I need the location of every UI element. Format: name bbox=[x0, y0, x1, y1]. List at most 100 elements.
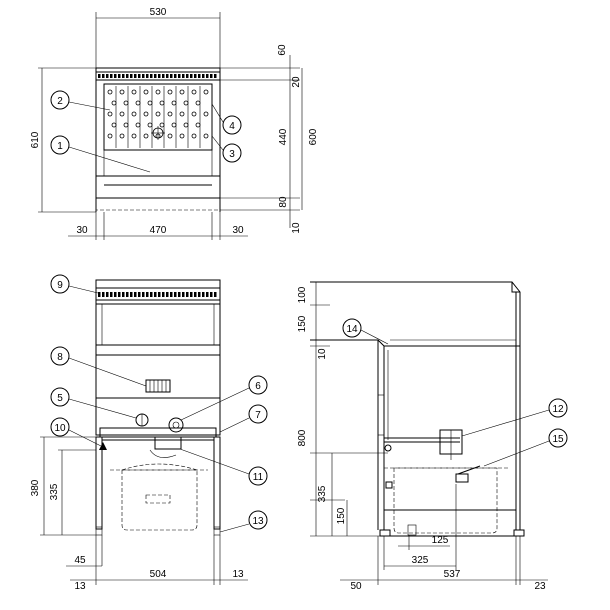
basket-hole bbox=[167, 133, 173, 139]
basket-hole bbox=[131, 111, 137, 117]
basket-hole bbox=[171, 122, 177, 128]
grate-tooth bbox=[110, 74, 113, 78]
grate-tooth bbox=[150, 292, 153, 297]
grate-tooth bbox=[202, 74, 205, 78]
basket-hole bbox=[195, 122, 201, 128]
callout-11: 11 bbox=[253, 472, 264, 483]
basket-hole bbox=[143, 89, 149, 95]
basket-hole bbox=[111, 100, 117, 106]
grate-tooth bbox=[162, 292, 165, 297]
grate-tooth bbox=[98, 292, 101, 297]
top-view: 530 60 20 440 600 80 10 bbox=[30, 7, 319, 240]
dim-380: 380 bbox=[30, 479, 41, 496]
grate-tooth bbox=[166, 74, 169, 78]
grate-tooth bbox=[190, 74, 193, 78]
callout-15: 15 bbox=[552, 434, 564, 445]
dim-13-right: 13 bbox=[232, 569, 244, 580]
grate-tooth bbox=[134, 74, 137, 78]
grate-tooth bbox=[194, 74, 197, 78]
callout-8: 8 bbox=[57, 352, 63, 363]
basket-hole bbox=[203, 111, 209, 117]
basket-hole bbox=[179, 133, 185, 139]
grate-tooth bbox=[114, 74, 117, 78]
grate-tooth bbox=[102, 74, 105, 78]
grate-tooth bbox=[190, 292, 193, 297]
grate-tooth bbox=[198, 292, 201, 297]
grate-tooth bbox=[206, 74, 209, 78]
grate-tooth bbox=[186, 74, 189, 78]
callout-12: 12 bbox=[552, 404, 564, 415]
dim-23: 23 bbox=[534, 581, 546, 592]
grate-tooth bbox=[114, 292, 117, 297]
grate-tooth bbox=[138, 74, 141, 78]
basket-hole bbox=[107, 133, 113, 139]
dim-537: 537 bbox=[444, 569, 461, 580]
grate-tooth bbox=[202, 292, 205, 297]
dim-335-side: 335 bbox=[317, 485, 328, 502]
grate-tooth bbox=[174, 74, 177, 78]
grate-tooth bbox=[174, 292, 177, 297]
basket-hole bbox=[171, 100, 177, 106]
callout-7: 7 bbox=[255, 410, 261, 421]
basket-hole bbox=[183, 122, 189, 128]
basket-hole bbox=[191, 111, 197, 117]
grate-tooth bbox=[142, 292, 145, 297]
basket-hole bbox=[147, 122, 153, 128]
callout-10: 10 bbox=[54, 423, 66, 434]
grate-tooth bbox=[182, 74, 185, 78]
dim-right-30: 30 bbox=[232, 225, 244, 236]
basket-hole bbox=[131, 133, 137, 139]
dim-150-top: 150 bbox=[297, 315, 308, 332]
callout-1: 1 bbox=[57, 141, 63, 152]
callout-9: 9 bbox=[57, 280, 63, 291]
grate-tooth bbox=[126, 74, 129, 78]
grate-tooth bbox=[126, 292, 129, 297]
grate-tooth bbox=[210, 292, 213, 297]
callout-6: 6 bbox=[255, 381, 261, 392]
basket-hole bbox=[119, 89, 125, 95]
grate-tooth bbox=[134, 292, 137, 297]
basket-hole bbox=[167, 111, 173, 117]
grate-tooth bbox=[198, 74, 201, 78]
dim-470: 470 bbox=[150, 225, 167, 236]
basket-hole bbox=[143, 133, 149, 139]
basket-hole bbox=[179, 89, 185, 95]
grate-tooth bbox=[178, 74, 181, 78]
grate-tooth bbox=[170, 292, 173, 297]
callout-2: 2 bbox=[57, 96, 63, 107]
grate-tooth bbox=[150, 74, 153, 78]
callout-5: 5 bbox=[57, 393, 63, 404]
grate-tooth bbox=[178, 292, 181, 297]
grate-tooth bbox=[210, 74, 213, 78]
basket-hole bbox=[183, 100, 189, 106]
dim-325: 325 bbox=[412, 555, 429, 566]
grate-tooth bbox=[154, 74, 157, 78]
basket-hole bbox=[119, 133, 125, 139]
basket-hole bbox=[131, 89, 137, 95]
basket-hole bbox=[123, 100, 129, 106]
callout-14: 14 bbox=[346, 324, 358, 335]
basket-hole bbox=[167, 89, 173, 95]
dim-10-side: 10 bbox=[317, 348, 328, 360]
grate-tooth bbox=[214, 74, 217, 78]
grate-tooth bbox=[118, 74, 121, 78]
dim-60: 60 bbox=[277, 44, 288, 56]
dim-600: 600 bbox=[308, 128, 319, 145]
basket-hole bbox=[155, 111, 161, 117]
grate-tooth bbox=[162, 74, 165, 78]
grate-tooth bbox=[166, 292, 169, 297]
grate-tooth bbox=[182, 292, 185, 297]
grate-tooth bbox=[146, 74, 149, 78]
basket-hole bbox=[203, 133, 209, 139]
side-view: 100 150 10 800 335 150 125 325 50 537 23… bbox=[297, 281, 568, 592]
grate-tooth bbox=[130, 74, 133, 78]
grate-tooth bbox=[130, 292, 133, 297]
grate-tooth bbox=[214, 292, 217, 297]
basket-grid bbox=[107, 86, 209, 148]
callout-4: 4 bbox=[229, 121, 235, 132]
dim-50: 50 bbox=[350, 581, 362, 592]
dim-150-bottom: 150 bbox=[336, 507, 347, 524]
grate-tooth bbox=[206, 292, 209, 297]
basket-hole bbox=[119, 111, 125, 117]
